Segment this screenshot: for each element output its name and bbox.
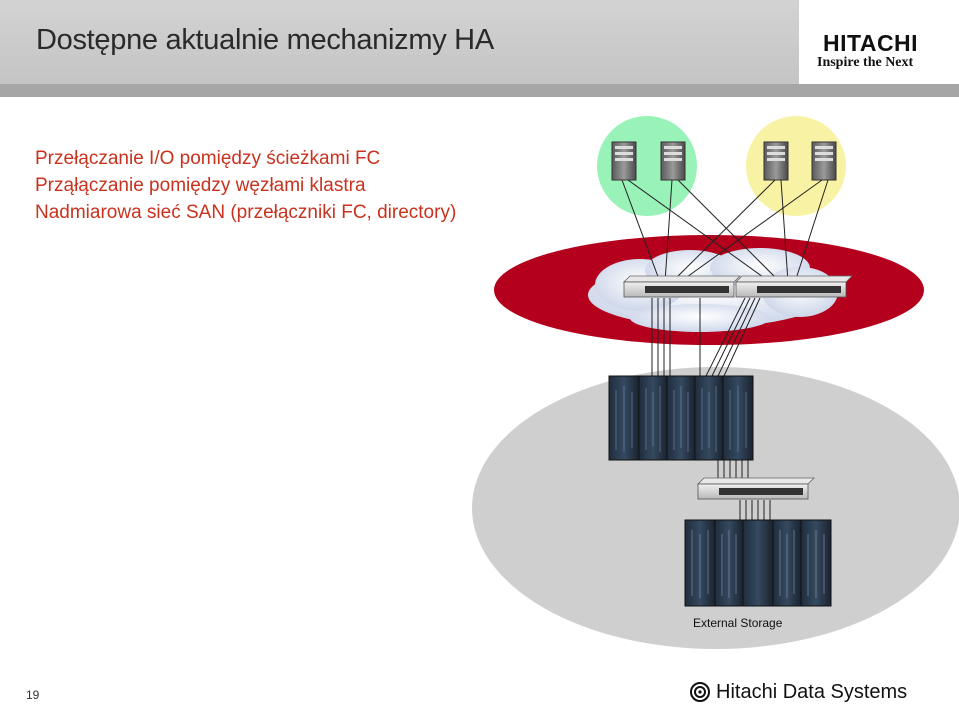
footer-logo: Hitachi Data Systems bbox=[690, 680, 907, 704]
server-icon bbox=[811, 141, 837, 181]
cluster-left-servers bbox=[611, 141, 686, 181]
external-storage-label: External Storage bbox=[693, 616, 783, 630]
external-storage-array bbox=[684, 519, 832, 607]
bullet-item: Przełączanie I/O pomiędzy ścieżkami FC bbox=[35, 148, 381, 169]
server-icon bbox=[763, 141, 789, 181]
fc-switch-icon bbox=[735, 275, 853, 298]
slide-title: Dostępne aktualnie mechanizmy HA bbox=[36, 24, 494, 56]
fc-switch-icon bbox=[697, 477, 815, 500]
bullet-item: Prząłączanie pomiędzy węzłami klastra bbox=[35, 175, 366, 196]
hds-logo-icon bbox=[690, 682, 710, 702]
storage-zone bbox=[472, 367, 959, 649]
logo-box bbox=[799, 0, 959, 84]
server-icon bbox=[611, 141, 637, 181]
company-name: Hitachi Data Systems bbox=[716, 680, 908, 703]
bullet-item: Nadmiarowa sieć SAN (przełączniki FC, di… bbox=[35, 202, 457, 223]
header-bar bbox=[0, 0, 799, 84]
page-number: 19 bbox=[26, 688, 40, 702]
cluster-right-servers bbox=[763, 141, 837, 181]
fc-switch-icon bbox=[623, 275, 741, 298]
hitachi-logo: HITACHI bbox=[823, 30, 919, 56]
header-divider bbox=[0, 84, 959, 97]
server-icon bbox=[660, 141, 686, 181]
logo-tagline: Inspire the Next bbox=[817, 55, 914, 70]
fc-cables-top bbox=[621, 179, 829, 283]
storage-array-upper bbox=[608, 375, 754, 461]
bullet-list: Przełączanie I/O pomiędzy ścieżkami FC P… bbox=[35, 145, 456, 226]
cluster-left-zone bbox=[597, 116, 697, 216]
cluster-right-zone bbox=[746, 116, 846, 216]
